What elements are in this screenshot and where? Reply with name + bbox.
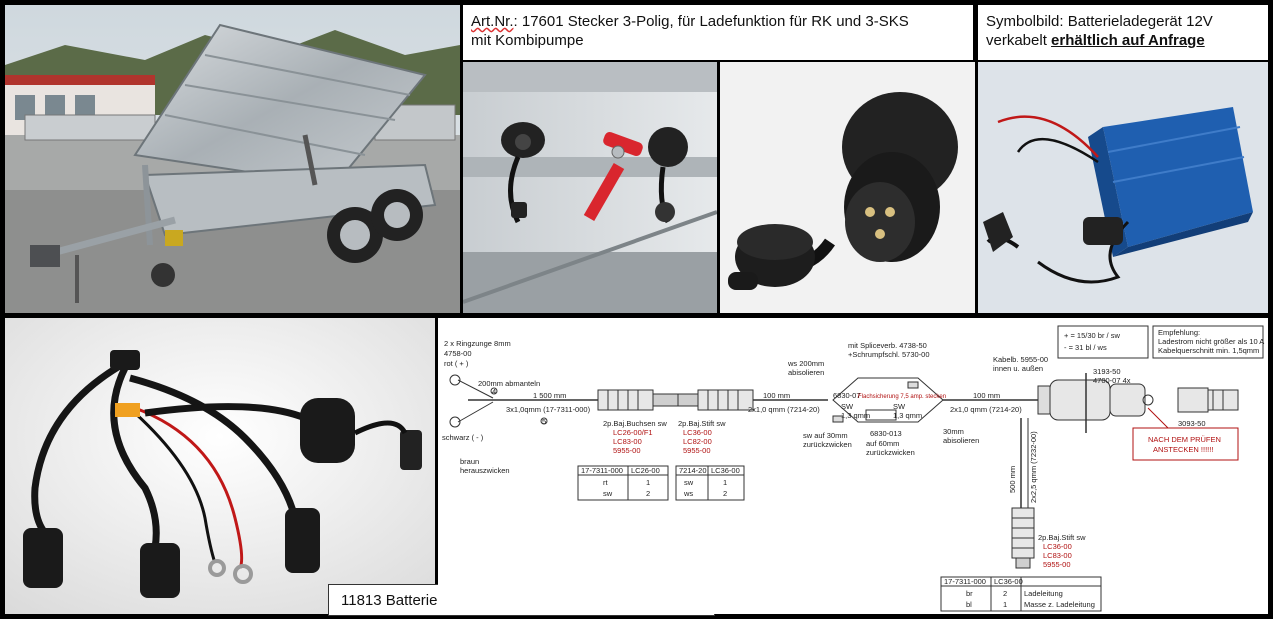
sw-2: SW <box>893 402 906 411</box>
kabel-2: innen u. außen <box>993 364 1043 373</box>
sw-2b: 1,3 qmm <box>893 411 922 420</box>
len-100b: 100 mm <box>973 391 1000 400</box>
trailer-photo <box>5 5 460 313</box>
stift1-code-2: LC82-00 <box>683 437 712 446</box>
table-3-cell: Ladeleitung <box>1024 589 1063 598</box>
part-2: 4700-07 4x <box>1093 376 1131 385</box>
ring-title: 2 x Ringzunge 8mm <box>444 339 511 348</box>
emp-1: Empfehlung: <box>1158 328 1200 337</box>
ws200-1: ws 200mm <box>787 359 824 368</box>
table-1-header-1: 17-7311-000 <box>581 466 623 475</box>
connector-table-1: 17-7311-000 LC26-00 rt 1 sw 2 <box>577 465 669 501</box>
table-1-cell: sw <box>603 489 613 498</box>
stift1-title: 2p.Baj.Stift sw <box>678 419 726 428</box>
stift2-title: 2p.Baj.Stift sw <box>1038 533 1086 542</box>
sw30-2: zurückzwicken <box>803 440 852 449</box>
stift1-code-3: 5955-00 <box>683 446 711 455</box>
fuse-2: 6830-013 <box>870 429 902 438</box>
table-1-cell: rt <box>603 478 608 487</box>
stift2-code-2: LC83-00 <box>1043 551 1072 560</box>
splice-2: +Schrumpfschl. 5730-00 <box>848 350 930 359</box>
sw-1b: 1,3 qmm <box>841 411 870 420</box>
wire-2: 2x1,0 qmm (7214-20) <box>748 405 820 414</box>
table-2-header-2: LC36-00 <box>711 466 740 475</box>
symbol-line-2: verkabelt <box>986 32 1052 49</box>
len-1500: 1 500 mm <box>533 391 566 400</box>
connector-table-2: 7214-20 LC36-00 sw 1 ws 2 <box>675 465 745 501</box>
braun-label-2: herauszwicken <box>460 466 510 475</box>
wire-3: 2x1,0 qmm (7214-20) <box>950 405 1022 414</box>
buchsen-code-1: LC26-00/F1 <box>613 428 653 437</box>
auf60-2: zurückzwicken <box>866 448 915 457</box>
article-text: : 17601 Stecker 3-Polig, für Ladefunktio… <box>513 13 909 30</box>
pin-2: - = 31 bl / ws <box>1064 343 1107 352</box>
sw-1: SW <box>841 402 854 411</box>
symbol-strong: erhältlich auf Anfrage <box>1051 32 1205 49</box>
table-2-cell: 2 <box>723 489 727 498</box>
mm30-1: 30mm <box>943 427 964 436</box>
table-3-cell: br <box>966 589 973 598</box>
part-3: 3093-50 <box>1178 419 1206 428</box>
table-3-cell: Masse z. Ladeleitung <box>1024 600 1095 609</box>
table-2-cell: ws <box>683 489 693 498</box>
table-1-cell: 2 <box>646 489 650 498</box>
ring-part: 4758-00 <box>444 349 472 358</box>
mark-4: 4 <box>492 387 496 396</box>
socket-mounted-photo <box>463 62 717 313</box>
symbol-line-1: Symbolbild: Batterieladegerät 12V <box>986 13 1213 30</box>
len-500: 500 mm <box>1008 466 1017 493</box>
article-label: Art.Nr.: 17601 Stecker 3-Polig, für Lade… <box>463 5 973 60</box>
wire-1: 3x1,0qmm (17-7311-000) <box>506 405 591 414</box>
connector-table-3: 17-7311-000 LC36-00 br 2 Ladeleitung bl … <box>940 576 1102 612</box>
table-1-cell: 1 <box>646 478 650 487</box>
stift1-code-1: LC36-00 <box>683 428 712 437</box>
table-2-cell: sw <box>684 478 694 487</box>
buchsen-code-3: 5955-00 <box>613 446 641 455</box>
symbol-label: Symbolbild: Batterieladegerät 12V verkab… <box>978 5 1268 60</box>
socket-cap-photo <box>720 62 975 313</box>
braun-label: braun <box>460 457 479 466</box>
sw30-1: sw auf 30mm <box>803 431 848 440</box>
wire-4: 2x2,5 qmm (7232-00) <box>1029 431 1038 503</box>
article-text-2: mit Kombipumpe <box>471 32 584 49</box>
ws200-2: abisolieren <box>788 368 824 377</box>
len-100a: 100 mm <box>763 391 790 400</box>
cable-photo <box>5 318 435 614</box>
buchsen-code-2: LC83-00 <box>613 437 642 446</box>
article-prefix: Art.Nr. <box>471 13 514 30</box>
table-3-header-2: LC36-00 <box>994 577 1023 586</box>
wiring-diagram: 2 x Ringzunge 8mm 4758-00 rot ( + ) schw… <box>438 318 1268 614</box>
stift2-code-3: 5955-00 <box>1043 560 1071 569</box>
charger-photo <box>978 62 1268 313</box>
rot-label: rot ( + ) <box>444 359 469 368</box>
emp-3: Kabelquerschnitt min. 1,5qmm <box>1158 346 1259 355</box>
schwarz-label: schwarz ( - ) <box>442 433 484 442</box>
mm30-2: abisolieren <box>943 436 979 445</box>
fuse-label: 6830-07 <box>833 391 861 400</box>
table-3-cell: bl <box>966 600 972 609</box>
table-3-cell: 2 <box>1003 589 1007 598</box>
part-1: 3193-50 <box>1093 367 1121 376</box>
table-1-header-2: LC26-00 <box>631 466 660 475</box>
splice-1: mit Spliceverb. 4738-50 <box>848 341 927 350</box>
kabel-1: Kabelb. 5955-00 <box>993 355 1048 364</box>
len-200: 200mm abmanteln <box>478 379 540 388</box>
table-3-header-1: 17-7311-000 <box>944 577 986 586</box>
table-2-cell: 1 <box>723 478 727 487</box>
table-3-cell: 1 <box>1003 600 1007 609</box>
warn-2: ANSTECKEN !!!!!! <box>1153 445 1213 454</box>
table-2-header-1: 7214-20 <box>679 466 707 475</box>
stift2-code-1: LC36-00 <box>1043 542 1072 551</box>
mark-5: 5 <box>542 417 546 426</box>
fuse-red: Flachsicherung 7,5 amp. stecken <box>858 394 946 400</box>
pin-1: + = 15/30 br / sw <box>1064 331 1120 340</box>
auf60-1: auf 60mm <box>866 439 899 448</box>
buchsen-title: 2p.Baj.Buchsen sw <box>603 419 667 428</box>
emp-2: Ladestrom nicht größer als 10 A <box>1158 337 1264 346</box>
warn-1: NACH DEM PRÜFEN <box>1148 435 1221 444</box>
